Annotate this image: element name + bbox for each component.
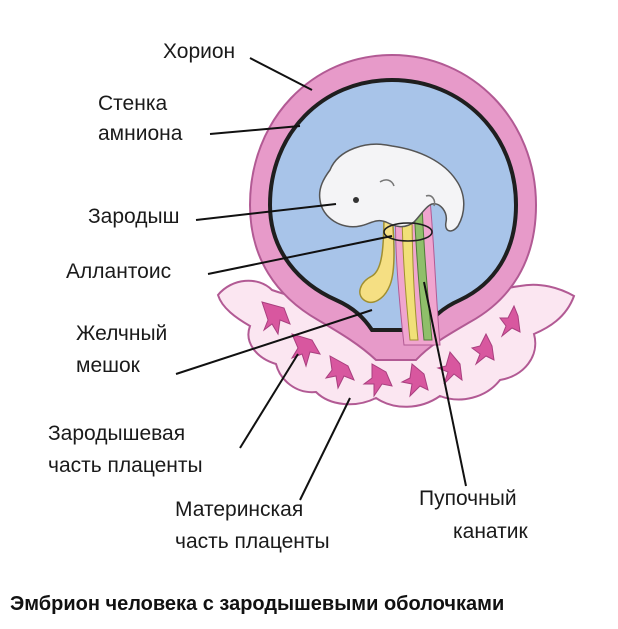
embryo-limb (425, 194, 436, 207)
embryo-limb (379, 179, 395, 187)
label-allantois: Аллантоис (66, 260, 171, 283)
leader-umbilical-cord (423, 281, 467, 487)
leader-yolk-sac (175, 309, 373, 375)
leader-embryo (195, 203, 337, 221)
label-fetal-placenta-line1: Зародышевая (48, 422, 185, 445)
label-umbilical-cord-line2: канатик (453, 520, 528, 543)
allantois-marker (383, 222, 433, 242)
embryo-eye (353, 197, 359, 203)
embryo (318, 143, 465, 232)
label-yolk-sac-line2: мешок (76, 354, 141, 377)
figure-caption: Эмбрион человека с зародышевыми оболочка… (10, 593, 504, 615)
fetal-villi (261, 301, 521, 398)
label-amnion-wall-line1: Стенка (98, 92, 167, 115)
leader-maternal-placenta (299, 397, 351, 501)
label-amnion-wall-line2: амниона (98, 122, 183, 145)
leader-allantois (207, 235, 393, 275)
leader-chorion (249, 57, 313, 91)
label-chorion: Хорион (163, 40, 235, 63)
label-yolk-sac-line1: Желчный (76, 322, 167, 345)
label-fetal-placenta-line2: часть плаценты (48, 454, 203, 477)
yolk-sac (359, 209, 395, 304)
leader-fetal-placenta (239, 353, 299, 449)
label-maternal-placenta-line1: Материнская (175, 498, 303, 521)
label-embryo: Зародыш (88, 205, 179, 228)
label-maternal-placenta-line2: часть плаценты (175, 530, 330, 553)
label-umbilical-cord-line1: Пупочный (419, 487, 517, 510)
leader-amnion-wall (209, 125, 301, 135)
